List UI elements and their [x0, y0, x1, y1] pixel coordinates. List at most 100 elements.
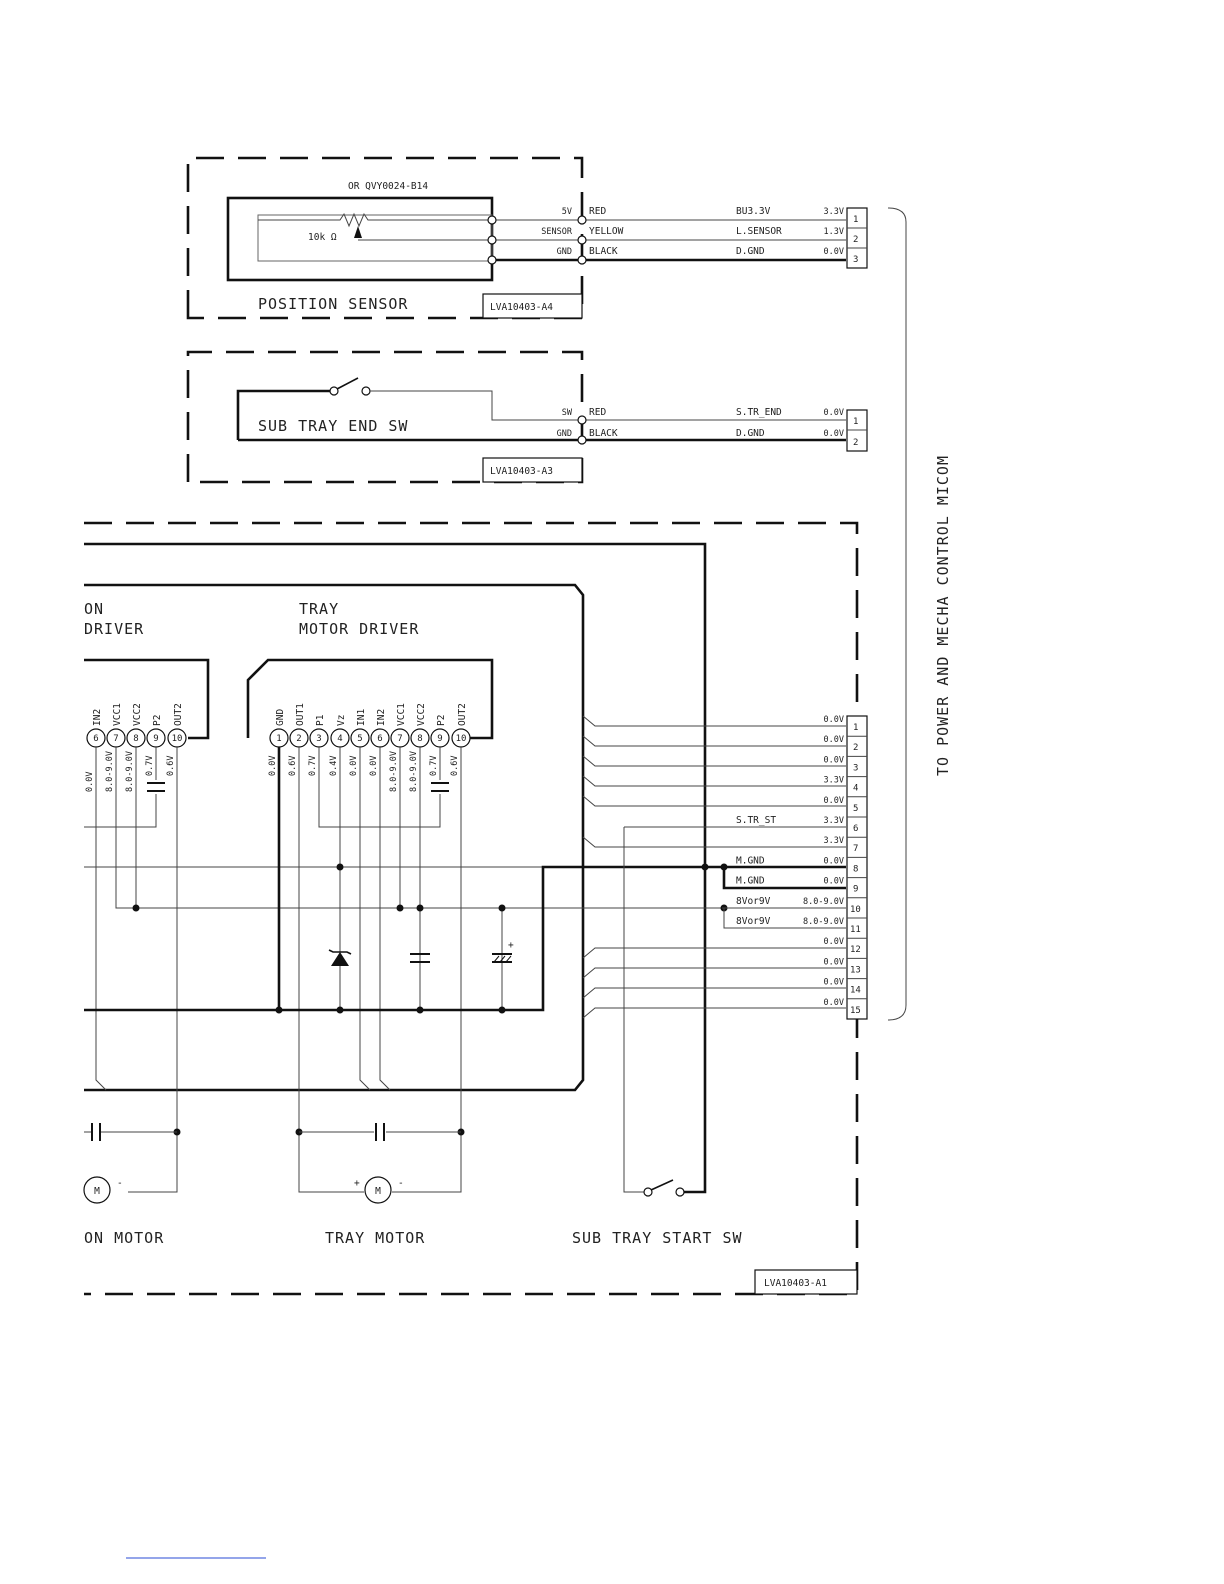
tray-ic-pinname-3: P1	[315, 714, 326, 726]
connector-pin-number: 2	[853, 743, 858, 753]
tray-ic-pinname-2: OUT1	[295, 703, 306, 726]
position-sensor-board-box	[482, 293, 583, 319]
junction-dot	[498, 904, 506, 912]
left-ic-body	[84, 658, 210, 740]
tray-ic-num-6: 6	[377, 734, 382, 744]
sensor-wire-color-1: RED	[589, 206, 606, 217]
tray-motor-icon	[364, 1176, 392, 1204]
conn-line-15	[582, 1007, 846, 1019]
left-ic-pins: 6 7 8 9 10 IN2 VCC1 VCC2 P2 OUT2 0.0V 8.…	[85, 703, 187, 792]
connector-bracket	[887, 207, 907, 1021]
left-ic-pinname-6: IN2	[92, 709, 103, 726]
left-ic-volt-9: 0.7V	[145, 756, 155, 776]
connector-pin-number: 4	[853, 784, 858, 794]
tray-ic-pinname-8: VCC2	[416, 703, 427, 726]
connector-pin-voltage: 0.0V	[824, 755, 844, 765]
left-driver-title-2: DRIVER	[84, 620, 144, 638]
sensor-signal-1: BU3.3V	[736, 206, 771, 217]
tray-in-wires	[359, 747, 391, 1091]
connector-pin-number: 15	[850, 1006, 861, 1016]
sensor-voltage-2: 1.3V	[824, 227, 844, 237]
tray-ic-volt-9: 0.7V	[429, 756, 439, 776]
left-p2-wire	[84, 747, 157, 828]
end-pin-label-2: GND	[557, 429, 572, 439]
sensor-conn-num-3: 3	[853, 255, 858, 265]
start-switch-signal-wire	[623, 826, 846, 1193]
tray-driver-title-1: TRAY	[299, 600, 339, 618]
sensor-voltage-1: 3.3V	[824, 207, 844, 217]
conn-line-12	[582, 947, 846, 959]
left-ic-pinname-7: VCC1	[112, 703, 123, 726]
end-wire-color-1: RED	[589, 407, 606, 418]
position-sensor-block: OR QVY0024-B14 10k Ω 5V SENSOR GND RED Y…	[186, 156, 868, 320]
tray-motor-label: TRAY MOTOR	[325, 1229, 425, 1247]
connector-pin-number: 6	[853, 824, 858, 834]
conn-line-13	[582, 967, 846, 979]
sensor-wire-color-2: YELLOW	[589, 226, 624, 237]
end-switch-contact-b	[361, 386, 371, 396]
sensor-signal-2: L.SENSOR	[736, 226, 782, 237]
junction-dot	[701, 863, 709, 871]
main-connector: 10.0V20.0V30.0V43.3V50.0V63.3VS.TR_ST73.…	[736, 715, 868, 1020]
sensor-signal-wires	[492, 219, 846, 241]
conn-line-1	[582, 715, 846, 727]
main-board-id-box	[754, 1269, 858, 1295]
tray-ic-num-3: 3	[316, 734, 321, 744]
connector-pin-voltage: 0.0V	[824, 937, 844, 947]
tray-ic-num-2: 2	[296, 734, 301, 744]
sensor-wiper-arrow	[354, 226, 362, 238]
tray-ic-pinname-5: IN1	[356, 709, 367, 726]
sensor-connector-pin-1	[577, 215, 587, 225]
left-ic-num-6: 6	[93, 734, 98, 744]
left-motor-capacitor	[91, 1123, 101, 1141]
left-ic-volt-7: 8.0-9.0V	[105, 751, 115, 792]
conn-line-4	[582, 775, 846, 787]
left-ic-volt-6: 0.0V	[85, 772, 95, 792]
junction-dot	[336, 1006, 344, 1014]
sensor-pin-label-1: 5V	[562, 207, 572, 217]
tray-ic-num-5: 5	[357, 734, 362, 744]
conn-line-3	[582, 755, 846, 767]
junction-dot	[498, 1006, 506, 1014]
tray-ic-volt-7: 8.0-9.0V	[389, 751, 399, 792]
junction-dot	[275, 1006, 283, 1014]
tray-ic-num-10: 10	[456, 734, 467, 744]
end-switch-wire-left	[236, 389, 330, 440]
connector-pin-number: 11	[850, 925, 861, 935]
sensor-part-number: OR QVY0024-B14	[348, 181, 428, 192]
junction-dot	[132, 904, 140, 912]
left-ic-num-7: 7	[113, 734, 118, 744]
sensor-pin-label-2: SENSOR	[541, 227, 573, 237]
tray-ic-volt-5: 0.0V	[349, 756, 359, 776]
position-sensor-board-id: LVA10403-A4	[490, 302, 553, 313]
end-pin-label-1: SW	[562, 408, 573, 418]
main-connector-body	[846, 715, 868, 1020]
main-board-id: LVA10403-A1	[764, 1278, 827, 1289]
start-switch-lever	[650, 1179, 674, 1191]
connector-pin-number: 7	[853, 844, 858, 854]
end-switch-pin-2	[577, 435, 587, 445]
tray-ic-pinname-7: VCC1	[396, 703, 407, 726]
zener-bar	[328, 949, 352, 955]
conn-line-5	[582, 795, 846, 807]
conn-line-9	[722, 867, 846, 890]
connector-pin-signal: 8Vor9V	[736, 896, 771, 907]
connector-pin-signal: M.GND	[736, 876, 765, 887]
electrolytic-hatch	[493, 955, 512, 963]
tray-ic-volt-4: 0.4V	[329, 756, 339, 776]
left-out2-wire	[128, 747, 178, 1193]
sensor-voltage-3: 0.0V	[824, 247, 844, 257]
sensor-conn-num-1: 1	[853, 215, 858, 225]
connector-pin-signal: M.GND	[736, 855, 765, 866]
left-motor-label: ON MOTOR	[84, 1229, 164, 1247]
vcc-wire	[115, 747, 722, 909]
connector-pin-voltage: 0.0V	[824, 715, 844, 725]
connector-pin-number: 3	[853, 763, 858, 773]
tray-motor-minus: -	[398, 1178, 404, 1189]
tray-ic-num-7: 7	[397, 734, 402, 744]
left-ic-pinname-10: OUT2	[173, 703, 184, 726]
tray-ic-pinname-10: OUT2	[457, 703, 468, 726]
sub-tray-end-board-box	[482, 457, 583, 483]
end-wire-color-2: BLACK	[589, 428, 618, 439]
left-ic-num-8: 8	[133, 734, 138, 744]
